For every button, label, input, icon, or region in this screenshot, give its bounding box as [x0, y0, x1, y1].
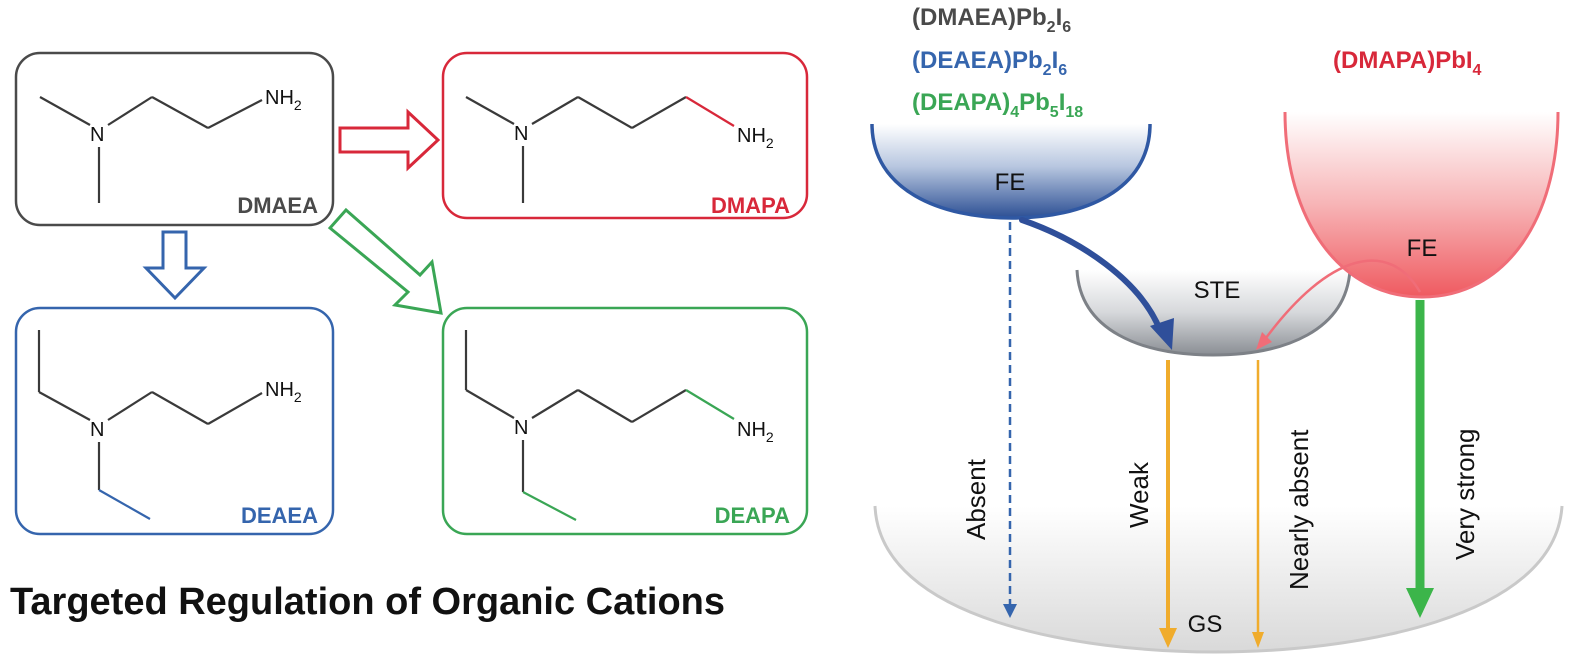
deapa-box: N NH2 DEAPA [441, 306, 809, 536]
deaea-label: DEAEA [241, 503, 318, 528]
deapa-extra-bond-1 [685, 389, 735, 420]
dmaea-label: DMAEA [237, 193, 318, 218]
fe-to-ste-arrow-red [1256, 259, 1422, 350]
very-strong-transition-arrow [1406, 300, 1434, 618]
deaea-box: N NH2 DEAEA [14, 306, 335, 536]
dmaea-structure [39, 96, 263, 203]
ground-state-bowl [875, 506, 1562, 652]
deapa-label: DEAPA [715, 503, 790, 528]
formula-deapa: (DEAPA)4Pb5I18 [912, 89, 1083, 121]
fe-right-well [1285, 112, 1558, 297]
absent-transition-arrow [1003, 222, 1017, 618]
deapa-structure [464, 330, 687, 492]
formula-deaea: (DEAEA)Pb2I6 [912, 47, 1067, 79]
deaea-structure [37, 330, 263, 490]
dmapa-label: DMAPA [711, 193, 790, 218]
deapa-nh-label: NH2 [737, 419, 774, 445]
arrow-to-dmapa [338, 108, 441, 172]
dmapa-nh-label: NH2 [737, 125, 774, 151]
dmaea-nh-label: NH2 [265, 87, 302, 113]
formula-dmapa: (DMAPA)PbI4 [1333, 47, 1482, 79]
nearly-absent-transition-arrow [1252, 360, 1264, 648]
deapa-n-label: N [514, 417, 528, 439]
arrow-to-deapa [327, 207, 443, 315]
fe-to-ste-arrow-blue [1019, 217, 1174, 350]
very-strong-label: Very strong [1450, 428, 1480, 560]
dmapa-structure [465, 96, 687, 203]
weak-label: Weak [1124, 461, 1154, 528]
dmapa-n-label: N [514, 123, 528, 145]
dmapa-extra-bond [685, 96, 735, 127]
arrow-to-deaea [142, 230, 208, 301]
fe-right-label: FE [1407, 235, 1438, 262]
ste-well [1077, 270, 1350, 355]
fe-left-label: FE [995, 169, 1026, 196]
fe-left-well [872, 124, 1150, 218]
dmaea-box: N NH2 DMAEA [14, 51, 335, 227]
deapa-extra-bond-2 [522, 491, 577, 521]
deaea-n-label: N [90, 419, 104, 441]
deaea-nh-label: NH2 [265, 379, 302, 405]
weak-transition-arrow [1159, 360, 1177, 648]
caption: Targeted Regulation of Organic Cations [10, 581, 725, 623]
nearly-absent-label: Nearly absent [1284, 429, 1314, 590]
dmaea-n-label: N [90, 124, 104, 146]
gs-label: GS [1188, 611, 1223, 638]
dmapa-box: N NH2 DMAPA [441, 51, 809, 220]
deaea-extra-bond [98, 489, 151, 520]
formula-dmaea: (DMAEA)Pb2I6 [912, 4, 1071, 36]
ste-label: STE [1194, 277, 1241, 304]
absent-label: Absent [961, 458, 991, 540]
